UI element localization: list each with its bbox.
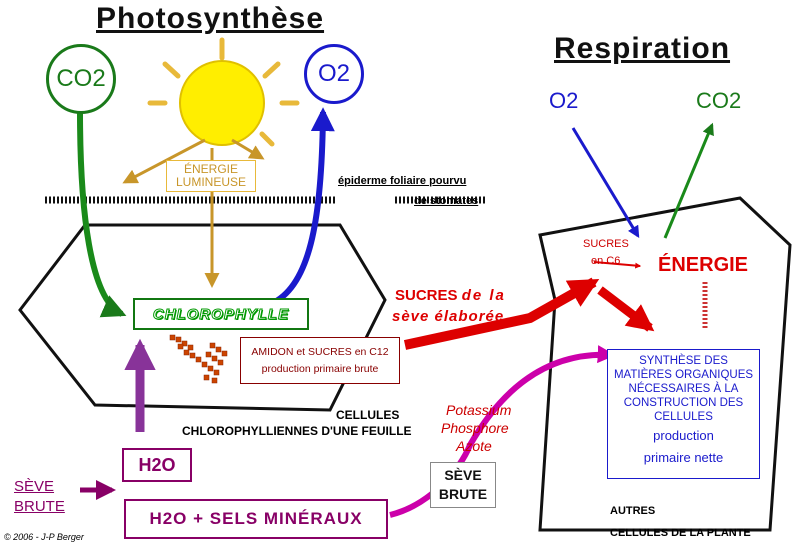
elaborated-sap-label-1: SUCRES de la <box>395 287 506 304</box>
sap-label-2: BRUTE <box>14 498 65 515</box>
synthesis-box: SYNTHÈSE DES MATIÈRES ORGANIQUES NÉCESSA… <box>607 349 760 479</box>
sugars-word: SUCRES <box>395 287 458 304</box>
chlorophyll-box: CHLOROPHYLLE <box>133 298 309 330</box>
ray-arrow-left <box>122 138 206 184</box>
raw-sap-line1: SÈVE <box>444 467 482 483</box>
sugars-c6-label-1: SUCRES <box>583 238 629 250</box>
sugar-to-energy-arrow <box>593 261 642 269</box>
sugar-to-synthesis-arrow <box>597 286 655 332</box>
light-energy-line1: ÉNERGIE <box>183 162 238 176</box>
resp-o2-arrow <box>571 127 640 239</box>
azote-label: Azote <box>456 438 492 454</box>
net-production-line1: production <box>653 428 714 443</box>
sun-icon <box>179 60 265 146</box>
sugars-c6-label-2: en C6 <box>591 255 621 267</box>
starch-line2: production primaire brute <box>261 362 379 375</box>
synthesis-line3: NÉCESSAIRES À LA <box>628 383 739 395</box>
potassium-label: Potassium <box>446 402 512 418</box>
sun-rays <box>147 37 300 147</box>
resp-co2-label: CO2 <box>696 88 742 113</box>
light-energy-line2: LUMINEUSE <box>175 175 246 189</box>
h2o-box: H2O <box>122 448 192 482</box>
other-cells-label-2: CELLULES DE LA PLANTE <box>610 527 751 539</box>
starch-line1: AMIDON et SUCRES en C12 <box>251 345 389 358</box>
other-cells-label-1: AUTRES <box>610 505 656 517</box>
leaf-cells-label-1: CELLULES <box>336 408 400 422</box>
raw-sap-box: SÈVE BRUTE <box>430 462 496 508</box>
epidermis-label-2: de stomates <box>414 195 479 207</box>
sugar-export-arrow <box>403 277 600 350</box>
o2-arrow <box>266 107 335 308</box>
elaborated-sap-label-2: sève élaborée <box>392 308 505 325</box>
energy-label: ÉNERGIE <box>658 254 749 276</box>
ray-arrow-right <box>231 138 265 160</box>
leaf-cells-label-2: CHLOROPHYLLIENNES D'UNE FEUILLE <box>182 424 412 438</box>
photosynthesis-title: Photosynthèse <box>96 2 325 35</box>
net-production-line2: primaire nette <box>643 450 724 465</box>
water-minerals-box: H2O + SELS MINÉRAUX <box>124 499 388 539</box>
resp-o2-label: O2 <box>549 88 579 113</box>
phosphore-label: Phosphore <box>441 420 509 436</box>
starch-box: AMIDON et SUCRES en C12 production prima… <box>240 337 400 384</box>
starch-grains <box>169 334 228 384</box>
sap-label-1: SÈVE <box>14 478 55 495</box>
co2-arrow <box>77 111 127 318</box>
epidermis-label-1: épiderme foliaire pourvu <box>338 175 467 187</box>
light-energy-label: ÉNERGIE LUMINEUSE <box>166 160 256 192</box>
raw-sap-line2: BRUTE <box>438 486 488 502</box>
raw-sap-arrow <box>389 345 616 518</box>
respiration-title: Respiration <box>554 32 731 65</box>
synthesis-line1: SYNTHÈSE DES <box>639 355 728 367</box>
synthesis-line2: MATIÈRES ORGANIQUES <box>613 369 754 381</box>
synthesis-line4: CONSTRUCTION DES <box>623 397 744 409</box>
co2-circle: CO2 <box>46 44 116 114</box>
resp-co2-arrow <box>663 122 714 239</box>
credit-label: © 2006 - J-P Berger <box>4 532 84 542</box>
sugars-italic: de la <box>461 287 506 304</box>
synthesis-line5: CELLULES <box>654 411 713 423</box>
o2-circle: O2 <box>304 44 364 104</box>
chlorophyll-label: CHLOROPHYLLE <box>152 305 290 323</box>
